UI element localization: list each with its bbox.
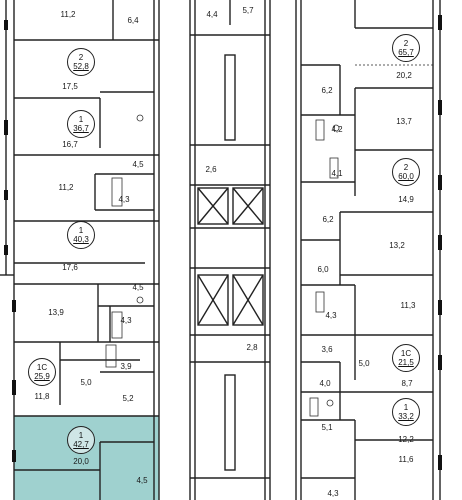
room-area-label: 5,2 (122, 394, 134, 403)
room-area-label: 4,5 (136, 476, 148, 485)
room-area-label: 6,4 (127, 16, 139, 25)
room-area-label: 4,1 (331, 169, 343, 178)
room-area-label: 5,7 (242, 6, 254, 15)
room-area-label: 6,2 (322, 215, 334, 224)
room-area-label: 5,0 (80, 378, 92, 387)
apartment-rooms: 2 (78, 53, 84, 62)
room-area-label: 2,8 (246, 343, 258, 352)
room-area-label: 11,8 (34, 392, 50, 401)
apartment-rooms: 2 (403, 39, 409, 48)
apartment-area: 21,5 (398, 358, 414, 367)
room-area-label: 12,2 (398, 435, 414, 444)
apartment-rooms: 1 (78, 226, 84, 235)
apartment-area: 36,7 (73, 124, 89, 133)
room-area-label: 17,6 (62, 263, 78, 272)
room-area-label: 6,0 (317, 265, 329, 274)
room-area-label: 14,9 (398, 195, 414, 204)
room-area-label: 5,0 (358, 359, 370, 368)
room-area-label: 4,5 (132, 283, 144, 292)
room-area-label: 11,6 (398, 455, 414, 464)
apartment-rooms: 1С (36, 363, 48, 372)
apartment-rooms: 1 (78, 431, 84, 440)
apartment-area: 65,7 (398, 48, 414, 57)
room-area-label: 20,0 (73, 457, 89, 466)
room-area-label: 13,7 (396, 117, 412, 126)
apartment-area: 52,8 (73, 62, 89, 71)
room-area-label: 4,5 (132, 160, 144, 169)
apartment-area: 25,9 (34, 372, 50, 381)
room-area-label: 13,9 (48, 308, 64, 317)
room-area-label: 5,1 (321, 423, 333, 432)
room-area-label: 4,3 (327, 489, 339, 498)
room-area-label: 16,7 (62, 140, 78, 149)
room-area-label: 4,3 (118, 195, 130, 204)
apartment-area: 40,3 (73, 235, 89, 244)
apartment-rooms: 1 (403, 403, 409, 412)
room-area-label: 4,0 (319, 379, 331, 388)
apartment-rooms: 1С (400, 349, 412, 358)
apartment-rooms: 1 (78, 115, 84, 124)
room-area-label: 3,6 (321, 345, 333, 354)
room-area-label: 4,4 (206, 10, 218, 19)
apartment-area: 42,7 (73, 440, 89, 449)
room-area-label: 3,9 (120, 362, 132, 371)
room-area-label: 20,2 (396, 71, 412, 80)
room-area-label: 11,2 (60, 10, 76, 19)
room-area-label: 13,2 (389, 241, 405, 250)
room-area-label: 17,5 (62, 82, 78, 91)
apartment-area: 33,2 (398, 412, 414, 421)
room-area-label: 6,2 (321, 86, 333, 95)
room-area-label: 8,7 (401, 379, 413, 388)
room-area-label: 2,6 (205, 165, 217, 174)
room-area-label: 4,2 (331, 125, 343, 134)
apartment-rooms: 2 (403, 163, 409, 172)
room-area-label: 11,2 (58, 183, 74, 192)
room-area-label: 11,3 (400, 301, 416, 310)
room-area-label: 4,3 (325, 311, 337, 320)
apartment-area: 60,0 (398, 172, 414, 181)
room-area-label: 4,3 (120, 316, 132, 325)
